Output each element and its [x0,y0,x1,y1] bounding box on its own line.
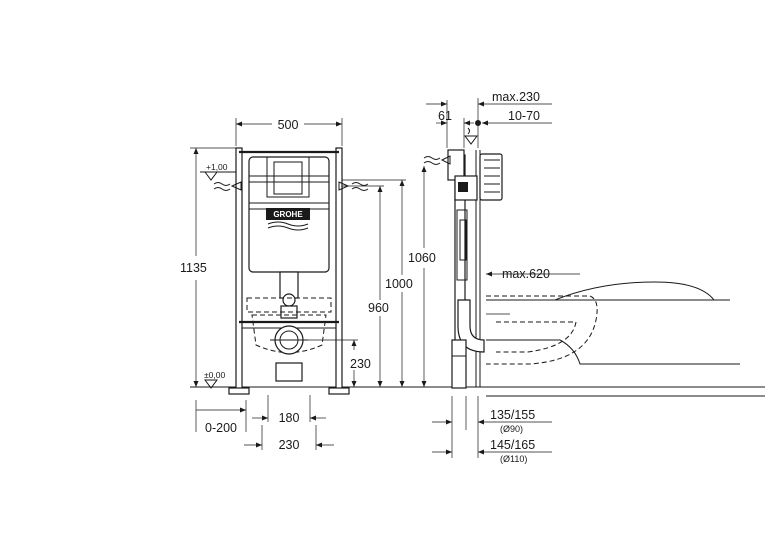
dim-1000-label: 1000 [385,277,413,291]
dim-135-arrow-left [446,419,452,425]
dim-145-165-label: 145/165 [490,438,535,452]
water-supply-left-icon [213,182,231,186]
dim-230h-label: 230 [350,357,371,371]
dim-61-label: 61 [438,109,452,123]
side-cistern-inner [459,219,467,261]
dim-1135-label: 1135 [180,261,207,275]
dim-145-arrow-left [446,449,452,455]
side-pan-outline [486,295,598,365]
pan-outline [251,314,327,353]
cistern-band [248,175,330,183]
waste-connector [275,362,303,382]
side-pan-bowl [496,321,577,353]
pipe-joint [282,293,296,307]
side-waste-bend [457,299,485,353]
dim-0-200-arrow [240,407,246,413]
brand-wave-2 [267,225,309,231]
level-marker-top-icon [204,171,218,181]
side-level-marker-icon [464,135,478,145]
dim-max230-label: max.230 [492,90,540,104]
level-label-top: +1,00 [206,162,228,172]
front-view: GROHE +1,00 ±0,00 [180,118,420,452]
side-view: max.620 1060 max.230 61 10-70 [408,90,765,464]
level-label-floor: ±0,00 [204,370,225,380]
brand-plate [266,208,310,220]
dim-230w-label: 230 [279,438,300,452]
dim-10-70-arrow [482,120,488,126]
flush-opening-inner [273,161,303,195]
water-supply-left-icon-2 [213,187,231,191]
dim-960-label: 960 [368,301,389,315]
ref-point [475,120,481,126]
dim-620-label: max.620 [502,267,550,281]
right-foot [328,387,350,395]
side-supply-arrow-icon [440,155,451,165]
wc-seat-curve [554,281,715,301]
dim-500-label: 500 [278,118,299,132]
dim-dia110-label: (Ø110) [500,454,527,464]
dim-230top-arrow-right [478,101,484,107]
side-water-supply-icon [423,156,441,160]
supply-arrow-left-icon [230,181,242,191]
dim-10-70-label: 10-70 [508,109,540,123]
supply-arrow-right-icon [338,181,350,191]
flush-opening [266,156,310,198]
dim-dia90-label: (Ø90) [500,424,523,434]
brand-wave [267,221,309,227]
left-foot [228,387,250,395]
dim-230top-arrow-left [441,101,447,107]
dim-0-200-label: 0-200 [205,421,237,435]
dim-135-155-label: 135/155 [490,408,535,422]
brand-logo: GROHE [273,210,303,219]
pan-outline-top [246,297,332,313]
dim-180-label: 180 [279,411,300,425]
side-valve-icon [458,182,468,192]
side-wave-icon [467,127,470,135]
side-flush-plate [479,153,503,201]
level-marker-floor-icon [204,379,218,389]
side-water-supply-icon-2 [423,161,441,165]
water-supply-right-icon [351,182,369,186]
side-waste-pipe [451,339,467,389]
wc-bottom-line [486,339,740,365]
dim-620-arrow [486,271,492,277]
side-cistern-body [456,209,468,281]
dim-145-arrow-right [478,449,484,455]
dim-135-arrow-right [478,419,484,425]
dim-61-arrow-right [464,120,470,126]
dim-61-arrow-left [441,120,447,126]
dim-1060-label: 1060 [408,251,436,265]
water-supply-right-icon-2 [351,187,369,191]
